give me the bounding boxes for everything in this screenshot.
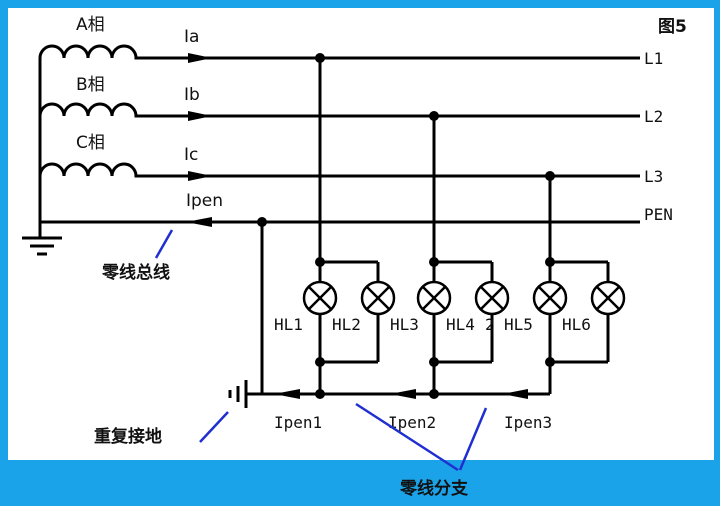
branch-arrows [274, 389, 528, 399]
current-label-ipen: Ipen [186, 191, 223, 211]
arrow-ipen1 [274, 389, 300, 399]
line-label-l3: L3 [644, 167, 663, 186]
callout-neutral-bus [154, 229, 174, 259]
coil-label-c: C相 [76, 133, 105, 153]
arrow-ipen2 [390, 389, 416, 399]
arrow-ipen [186, 217, 212, 227]
label-repeated-ground: 重复接地 [94, 426, 162, 447]
callout-lines [154, 229, 488, 472]
lamp-label-stray: 2 [485, 315, 495, 334]
callout-branch-1 [355, 402, 459, 472]
line-label-l2: L2 [644, 107, 663, 126]
coil-b [38, 102, 140, 118]
label-neutral-bus: 零线总线 [101, 262, 170, 283]
current-label-ic: Ic [184, 145, 198, 165]
lamp-label-hl2: HL2 [332, 315, 361, 334]
arrow-ic [188, 171, 212, 181]
repeated-ground-symbol [228, 380, 262, 408]
arrow-ia [188, 53, 212, 63]
lamp-hl6 [590, 280, 626, 316]
lamp-label-hl1: HL1 [274, 315, 303, 334]
lamp-label-hl6: HL6 [562, 315, 591, 334]
lamp-hl2 [360, 280, 396, 316]
coil-label-a: A相 [76, 15, 105, 35]
callout-repeated-ground [199, 411, 229, 443]
figure-label: 图5 [658, 17, 687, 37]
current-label-ia: Ia [184, 27, 199, 47]
phase-lines [140, 56, 640, 178]
lamp-label-hl5: HL5 [504, 315, 533, 334]
ground-symbol [22, 236, 62, 256]
transformer-coils [38, 44, 140, 178]
line-label-l1: L1 [644, 49, 663, 68]
lamp-hl1 [302, 280, 338, 316]
diagram-canvas [8, 8, 714, 460]
arrow-ib [188, 111, 212, 121]
current-label-ib: Ib [184, 85, 200, 105]
lamp-hl3 [416, 280, 452, 316]
coil-c [38, 162, 140, 178]
coil-a [38, 44, 140, 60]
junction-dots [257, 53, 555, 399]
coil-label-b: B相 [76, 75, 105, 95]
lamp-label-hl3: HL3 [390, 315, 419, 334]
branch-label-ipen1: Ipen1 [274, 413, 322, 432]
lamp-hl4 [474, 280, 510, 316]
lamp-hl5 [532, 280, 568, 316]
star-point [38, 58, 640, 238]
branch-label-ipen2: Ipen2 [388, 413, 436, 432]
lamp-label-hl4: HL4 [446, 315, 475, 334]
lamps [302, 280, 626, 316]
label-neutral-branch: 零线分支 [399, 478, 469, 499]
callout-branch-2 [458, 407, 488, 471]
branch-label-ipen3: Ipen3 [504, 413, 552, 432]
arrow-ipen3 [502, 389, 528, 399]
line-label-pen: PEN [644, 205, 673, 224]
current-arrows [186, 53, 212, 227]
